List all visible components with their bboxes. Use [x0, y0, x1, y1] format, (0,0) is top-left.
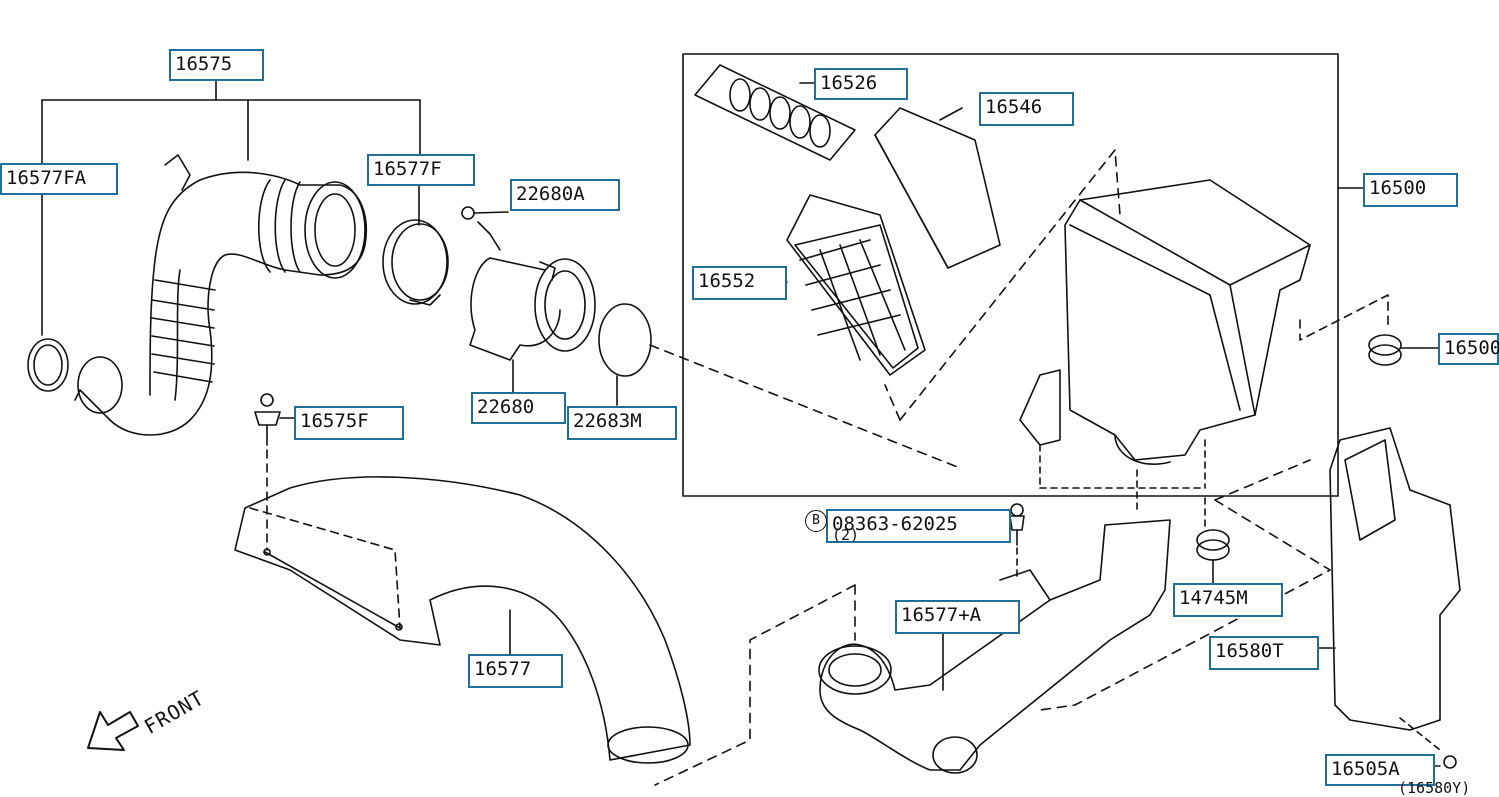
- intake-hose-drawing: [27, 154, 367, 436]
- air-cleaner-housing-drawing: [884, 149, 1389, 511]
- clamp-drawing: [382, 219, 449, 306]
- part-label-16500[interactable]: 16500: [1363, 173, 1458, 207]
- grommet-drawing: [1368, 334, 1441, 366]
- cut-off-label: (16580Y): [1398, 779, 1471, 797]
- part-label-16552[interactable]: 16552: [692, 266, 787, 300]
- callout-bracket-16575: [41, 79, 421, 336]
- quantity-note: (2): [832, 526, 860, 544]
- bolt-drawing: [254, 393, 301, 551]
- front-arrow-icon: [87, 711, 139, 751]
- o-ring-drawing: [598, 303, 961, 469]
- air-duct-drawing: [234, 476, 691, 764]
- part-label-16580t[interactable]: 16580T: [1209, 636, 1319, 670]
- part-label-16577[interactable]: 16577: [468, 654, 563, 688]
- part-label-16575[interactable]: 16575: [169, 49, 264, 81]
- bolt-marker-b: B: [805, 510, 827, 532]
- inlet-duct-drawing: [654, 519, 1171, 786]
- air-cleaner-group-frame: [682, 53, 1339, 497]
- resonator-drawing: [1039, 427, 1461, 769]
- part-label-14745m[interactable]: 14745M: [1173, 583, 1283, 617]
- part-label-22680a[interactable]: 22680A: [510, 179, 620, 211]
- part-label-16500-grommet[interactable]: 16500: [1438, 333, 1499, 365]
- part-label-22683m[interactable]: 22683M: [567, 406, 677, 440]
- filter-drawing: [769, 194, 926, 376]
- filter-element-drawing: [874, 107, 1001, 269]
- mat-drawing: [694, 64, 856, 161]
- maf-sensor-drawing: [461, 206, 596, 393]
- part-label-16575f[interactable]: 16575F: [294, 406, 404, 440]
- grommet-14745m-drawing: [1196, 497, 1230, 586]
- part-label-08363-62025[interactable]: 08363-62025: [826, 509, 1011, 543]
- part-label-16577fa[interactable]: 16577FA: [0, 163, 118, 195]
- part-label-16526[interactable]: 16526: [814, 68, 908, 100]
- part-label-16577f[interactable]: 16577F: [367, 154, 475, 186]
- part-label-22680[interactable]: 22680: [471, 392, 566, 424]
- part-label-16505a[interactable]: 16505A: [1325, 754, 1435, 786]
- part-label-16546[interactable]: 16546: [979, 92, 1074, 126]
- part-label-16577-a[interactable]: 16577+A: [895, 600, 1020, 634]
